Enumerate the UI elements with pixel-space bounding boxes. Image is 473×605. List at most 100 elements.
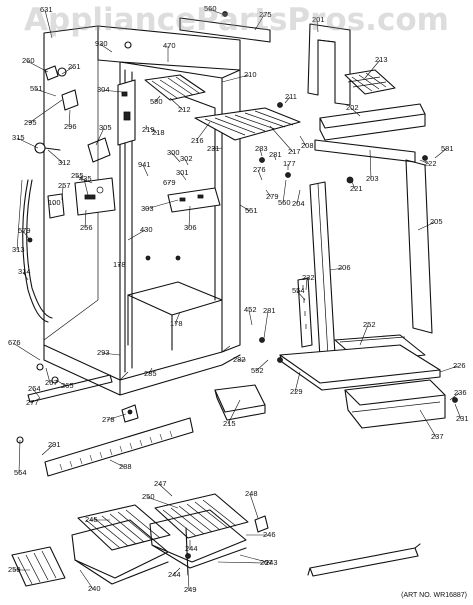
leader-line [227,399,241,425]
part-label: 285 [144,369,157,378]
part-label: 232 [302,273,315,282]
part-label: 243 [265,558,278,567]
leader-line [351,181,356,190]
part-label: 560 [204,4,217,13]
part-label: 580 [150,97,163,106]
door-gasket-frame [307,23,351,106]
part-label: 282 [233,355,246,364]
leader-line [454,403,462,420]
part-label: 303 [141,204,154,213]
leader-line [419,159,430,165]
part-label: 288 [119,462,132,471]
part-label: 252 [363,320,376,329]
part-label: 941 [138,160,151,169]
part-label: 279 [266,192,279,201]
part-label: 213 [375,55,388,64]
part-label: 301 [176,168,189,177]
upper-shelf [144,74,206,101]
part-label: 296 [64,122,77,131]
part-label: 236 [454,388,467,397]
leader-line [149,127,158,134]
leader-line [255,359,269,372]
meat-drawer [344,379,446,429]
part-label: 178 [113,260,126,269]
leader-line [316,19,319,33]
leader-line [359,324,369,346]
leader-line [439,365,459,373]
leader-line [109,459,125,468]
part-label: 205 [430,217,443,226]
part-label: 204 [292,199,305,208]
leader-line [99,43,113,53]
leader-line [158,483,173,497]
part-label: 261 [68,62,81,71]
leader-line [184,158,189,166]
leader-line [117,263,121,266]
leader-line [34,88,57,97]
leader-line [364,59,381,79]
part-label: 281 [263,306,276,315]
part-label: 302 [180,154,193,163]
leader-line [148,367,153,375]
leader-line [68,109,71,128]
leader-line [18,439,21,474]
part-label: 295 [24,118,37,127]
part-label: 100 [48,198,61,207]
part-label: 248 [245,489,258,498]
leader-line [284,96,291,104]
part-label: 277 [26,398,39,407]
leader-line [145,199,179,210]
part-label: 930 [95,39,108,48]
crisper-drawer-right [149,493,249,569]
leader-line [329,267,344,271]
leader-line [101,89,123,93]
clip [254,515,269,533]
part-label: 452 [244,305,257,314]
part-label: 278 [102,415,115,424]
part-label: 244 [185,544,198,553]
leader-line [22,271,29,281]
leader-line [239,204,251,212]
leader-line [296,290,306,301]
divider-strip [314,139,416,163]
hinge-strip [297,277,313,348]
leader-line [101,352,121,356]
part-label: 581 [441,144,454,153]
part-label: 304 [97,85,110,94]
part-label: 264 [28,384,41,393]
part-label: 305 [99,123,112,132]
evaporator-cover [167,187,221,213]
leader-line [273,154,277,161]
door-shelf-bar [307,543,421,577]
leader-line [52,202,55,206]
leader-line [12,342,41,361]
part-label: 212 [178,105,191,114]
part-label: 201 [312,15,325,24]
leader-line [145,124,148,131]
part-label: 435 [79,174,92,183]
leader-line [296,189,301,205]
part-label: 676 [8,338,21,347]
part-label: 226 [453,361,466,370]
grille [44,417,194,477]
part-label: 430 [140,225,153,234]
part-label: 177 [283,159,296,168]
leader-line [171,152,181,163]
leader-line [265,189,272,198]
part-label: 178 [170,319,183,328]
part-label: 256 [80,223,93,232]
part-label: 249 [184,585,197,594]
leader-line [419,409,437,438]
part-label: 554 [292,286,305,295]
leader-line [127,229,146,241]
leader-line [79,569,94,590]
leader-line [211,147,223,150]
part-label: 216 [191,136,204,145]
thermostat-bracket [47,177,116,219]
part-label: 312 [58,158,71,167]
leader-line [305,277,308,291]
leader-line [22,230,31,241]
leader-line [61,185,64,201]
